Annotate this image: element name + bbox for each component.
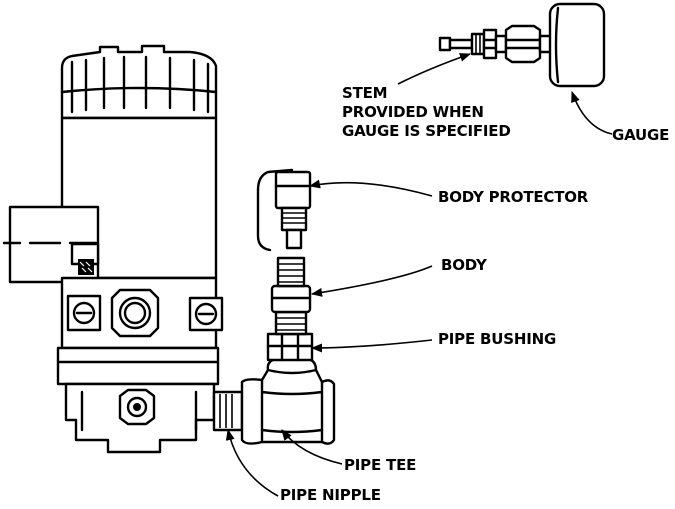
gauge — [548, 2, 606, 88]
body-protector — [256, 168, 312, 252]
stem-label: STEM PROVIDED WHEN GAUGE IS SPECIFIED — [342, 84, 511, 141]
pipe-nipple — [212, 390, 244, 432]
stem-label-line-3: GAUGE IS SPECIFIED — [342, 122, 511, 140]
instrument-housing — [2, 44, 224, 454]
pipe-tee-label: PIPE TEE — [344, 456, 417, 474]
stem-label-line-1: STEM — [342, 84, 388, 102]
gauge-label: GAUGE — [612, 126, 670, 144]
body-label: BODY — [441, 256, 487, 274]
leader-lines — [225, 53, 613, 497]
pipe-bushing — [266, 310, 314, 362]
pipe-bushing-label: PIPE BUSHING — [438, 330, 557, 348]
stem-label-line-2: PROVIDED WHEN — [342, 103, 484, 121]
body-protector-label: BODY PROTECTOR — [438, 188, 589, 206]
pipe-tee — [240, 356, 336, 445]
body — [270, 256, 312, 314]
stem — [438, 24, 554, 64]
pipe-nipple-label: PIPE NIPPLE — [280, 486, 381, 504]
